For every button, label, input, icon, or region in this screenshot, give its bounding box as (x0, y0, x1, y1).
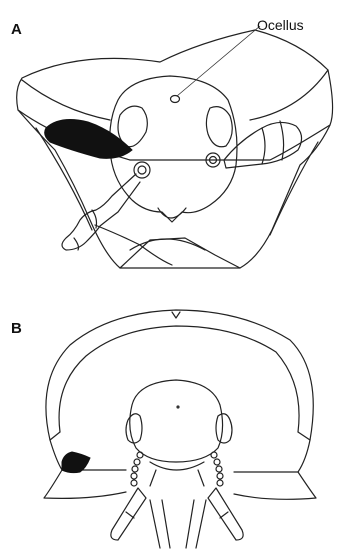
right-antenna-beaded (211, 452, 223, 486)
panel-b: B (11, 310, 316, 548)
ocellus-b (176, 405, 179, 408)
right-compound-eye-a (206, 107, 232, 147)
left-compound-eye-b (126, 414, 142, 443)
ocellus-leader-line (177, 26, 260, 96)
right-midleg (186, 500, 206, 548)
pronotum-inner-line (22, 80, 110, 120)
left-antenna-beaded (131, 452, 143, 486)
left-midleg (150, 500, 170, 548)
left-antenna-scape (45, 120, 132, 159)
ocellus-callout-label: Ocellus (257, 17, 304, 33)
right-body-flange (165, 125, 330, 268)
left-antennal-socket (134, 162, 150, 178)
head-capsule-b (130, 380, 223, 462)
panel-a: A Ocellus (11, 17, 333, 268)
ocellus (171, 96, 180, 103)
panel-b-label: B (11, 320, 22, 337)
right-compound-eye-b (216, 414, 232, 443)
panel-a-label: A (11, 21, 22, 38)
pronotum-shield-b (46, 310, 313, 440)
